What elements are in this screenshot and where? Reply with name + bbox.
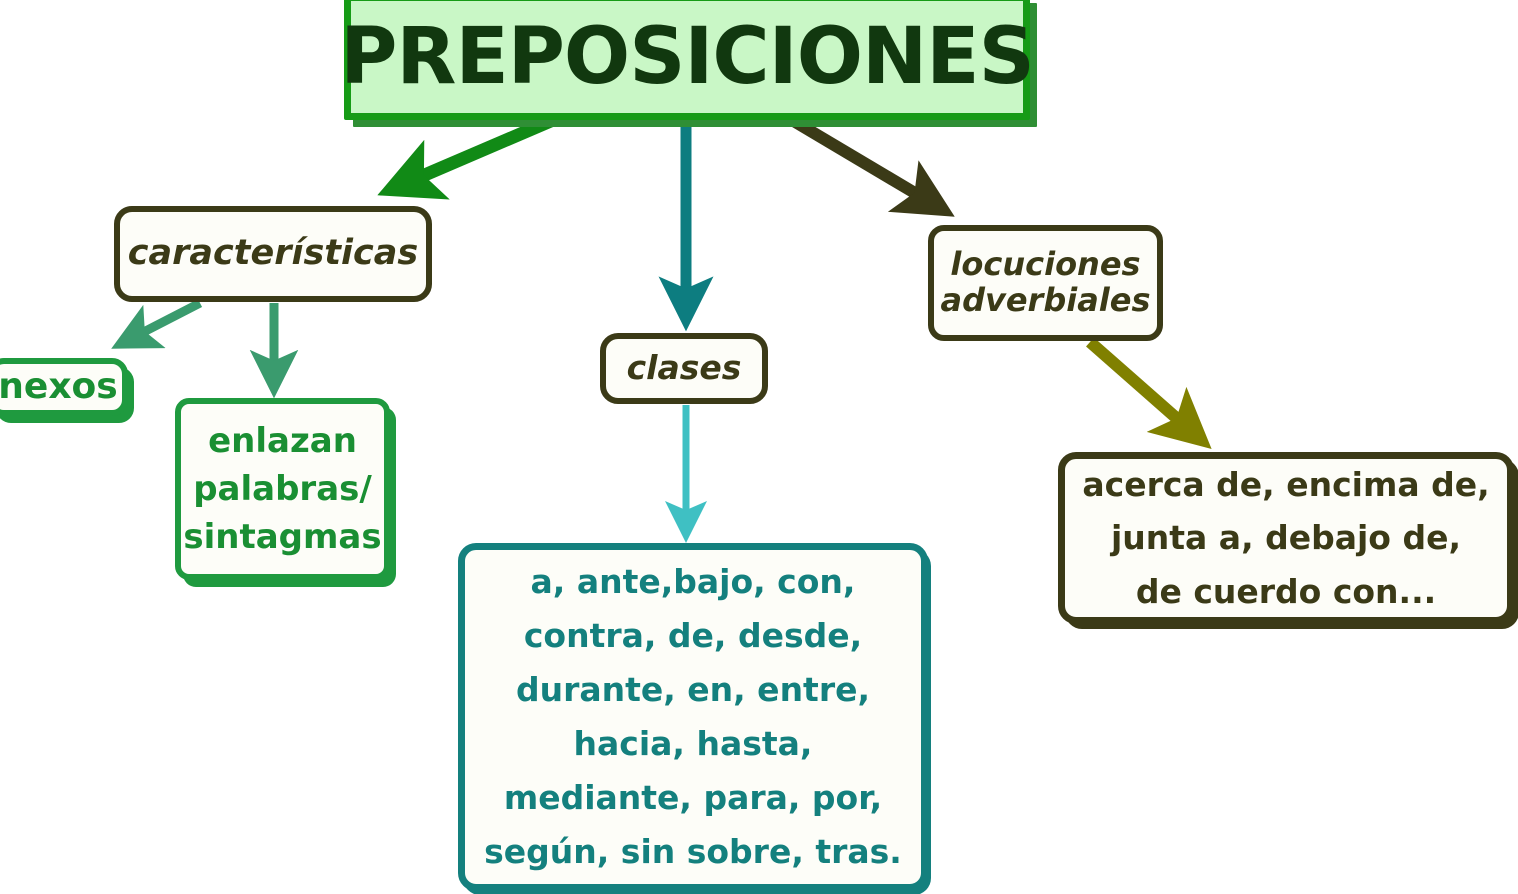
connector-caracteristicas-to-nexos: [111, 298, 203, 349]
node-nexos-label: nexos: [0, 366, 118, 408]
connector-title-to-locuciones: [788, 114, 955, 217]
prepositions-line-3: durante, en, entre,: [515, 669, 871, 709]
node-caracteristicas-label: características: [127, 233, 419, 274]
node-enlazan-label: enlazan palabras/sintagmas: [183, 417, 381, 562]
node-prepositions-list[interactable]: a, ante,bajo, con, contra, de, desde, dura…: [458, 543, 928, 891]
prepositions-line-5: mediante, para, por,: [503, 778, 883, 818]
node-prepositions-list-label: a, ante,bajo, con, contra, de, desde, dura…: [474, 555, 912, 880]
node-locutions-examples-list[interactable]: acerca de, encima de, junta a, debajo de,…: [1058, 452, 1514, 624]
node-nexos[interactable]: nexos: [0, 358, 128, 416]
node-preposiciones-title[interactable]: PREPOSICIONES: [340, 0, 1035, 120]
node-locuciones-line-1: locuciones: [950, 245, 1141, 284]
locutions-line-1: acerca de, encima de,: [1082, 464, 1490, 504]
node-enlazan-palabras-sintagmas[interactable]: enlazan palabras/sintagmas: [175, 398, 390, 580]
node-enlazan-line-3: sintagmas: [183, 517, 382, 558]
prepositions-line-2: contra, de, desde,: [523, 615, 863, 655]
prepositions-line-4: hacia, hasta,: [573, 724, 813, 763]
node-title-label: PREPOSICIONES: [340, 12, 1034, 102]
node-locuciones-line-2: adverbiales: [940, 281, 1151, 319]
connector-locuciones-to-locutions-list: [1086, 337, 1212, 450]
node-enlazan-line-2: palabras/: [193, 468, 372, 509]
locutions-line-2: junta a, debajo de,: [1110, 518, 1461, 558]
node-caracteristicas[interactable]: características: [114, 206, 432, 302]
locutions-line-3: de cuerdo con...: [1135, 571, 1437, 611]
node-locutions-list-label: acerca de, encima de, junta a, debajo de,…: [1070, 458, 1501, 618]
node-enlazan-line-1: enlazan: [208, 420, 357, 461]
node-clases-label: clases: [626, 348, 742, 388]
prepositions-line-6: según, sin sobre, tras.: [484, 832, 902, 872]
prepositions-line-1: a, ante,bajo, con,: [530, 561, 856, 601]
connector-title-to-caracteristicas: [377, 114, 556, 200]
node-clases[interactable]: clases: [600, 333, 768, 404]
